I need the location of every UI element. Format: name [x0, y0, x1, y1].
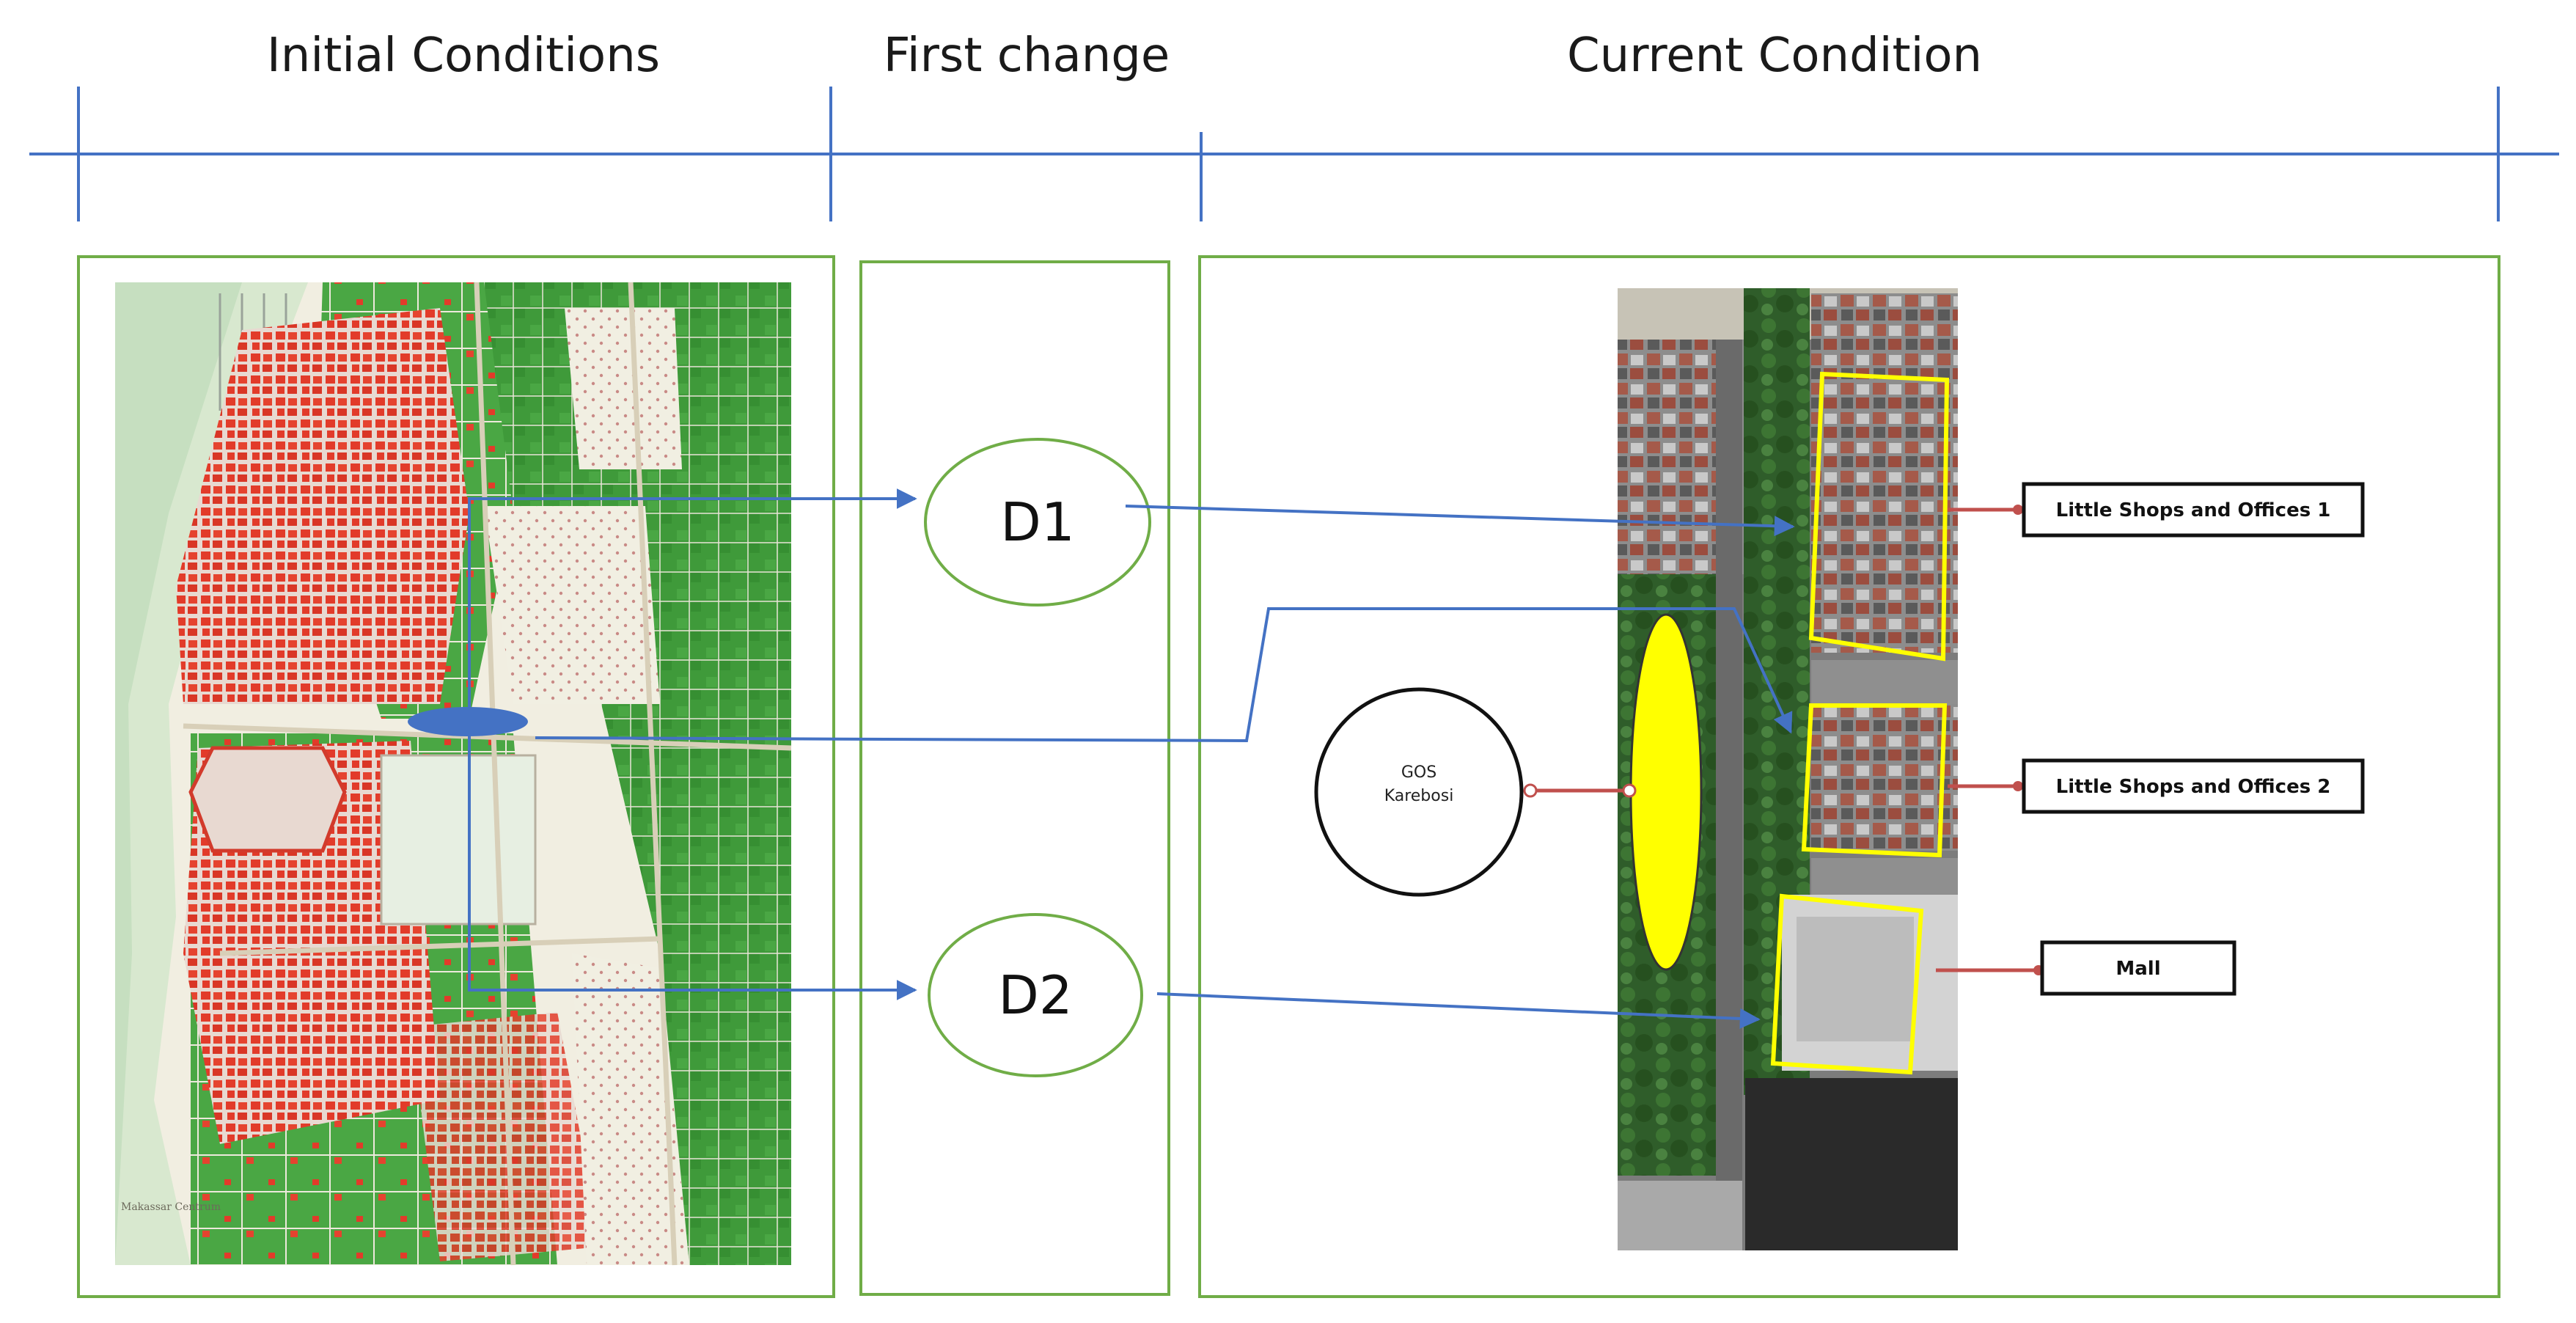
- panel-current-condition: [1198, 255, 2500, 1298]
- arrow-map-to-shops-2: [535, 607, 1793, 743]
- label-mall: Mall: [2116, 958, 2160, 980]
- callout-mall: Mall: [1936, 940, 2236, 996]
- gos-label-line2: Karebosi: [1384, 787, 1454, 805]
- gos-karebosi-callout: GOS Karebosi: [1314, 687, 1637, 897]
- arrow-d2-to-mall: [1156, 992, 1761, 1029]
- node-d1: D1: [924, 438, 1151, 606]
- flow-arrows: [468, 488, 1795, 1029]
- node-d2: D2: [928, 913, 1143, 1077]
- timeline: [29, 87, 2559, 221]
- label-shops-2: Little Shops and Offices 2: [2056, 776, 2331, 798]
- header-initial-conditions: Initial Conditions: [267, 29, 660, 83]
- panel-first-change: [859, 260, 1170, 1296]
- label-shops-1: Little Shops and Offices 1: [2056, 499, 2331, 521]
- panel-initial-conditions: [77, 255, 835, 1298]
- gos-label-line1: GOS: [1401, 763, 1436, 782]
- callout-shops-2: Little Shops and Offices 2: [1948, 758, 2365, 814]
- aerial-photo: [1618, 288, 1958, 1250]
- arrow-map-to-d2: [468, 722, 917, 1000]
- header-first-change: First change: [884, 29, 1170, 83]
- map-caption: Makassar Centrum: [121, 1201, 221, 1213]
- arrow-d1-to-shops-1: [1125, 505, 1795, 537]
- outline-mall: [1770, 893, 1924, 1075]
- arrow-map-to-d1: [468, 488, 917, 722]
- node-d1-label: D1: [1000, 491, 1074, 553]
- outline-shops-1: [1808, 371, 1950, 662]
- header-current-condition: Current Condition: [1567, 29, 1982, 83]
- historic-map: Makassar Centrum: [115, 282, 792, 1266]
- outline-shops-2: [1801, 703, 1948, 858]
- node-d2-label: D2: [998, 964, 1072, 1026]
- karebosi-field-highlight: [1629, 613, 1703, 971]
- callout-shops-1: Little Shops and Offices 1: [1948, 482, 2365, 538]
